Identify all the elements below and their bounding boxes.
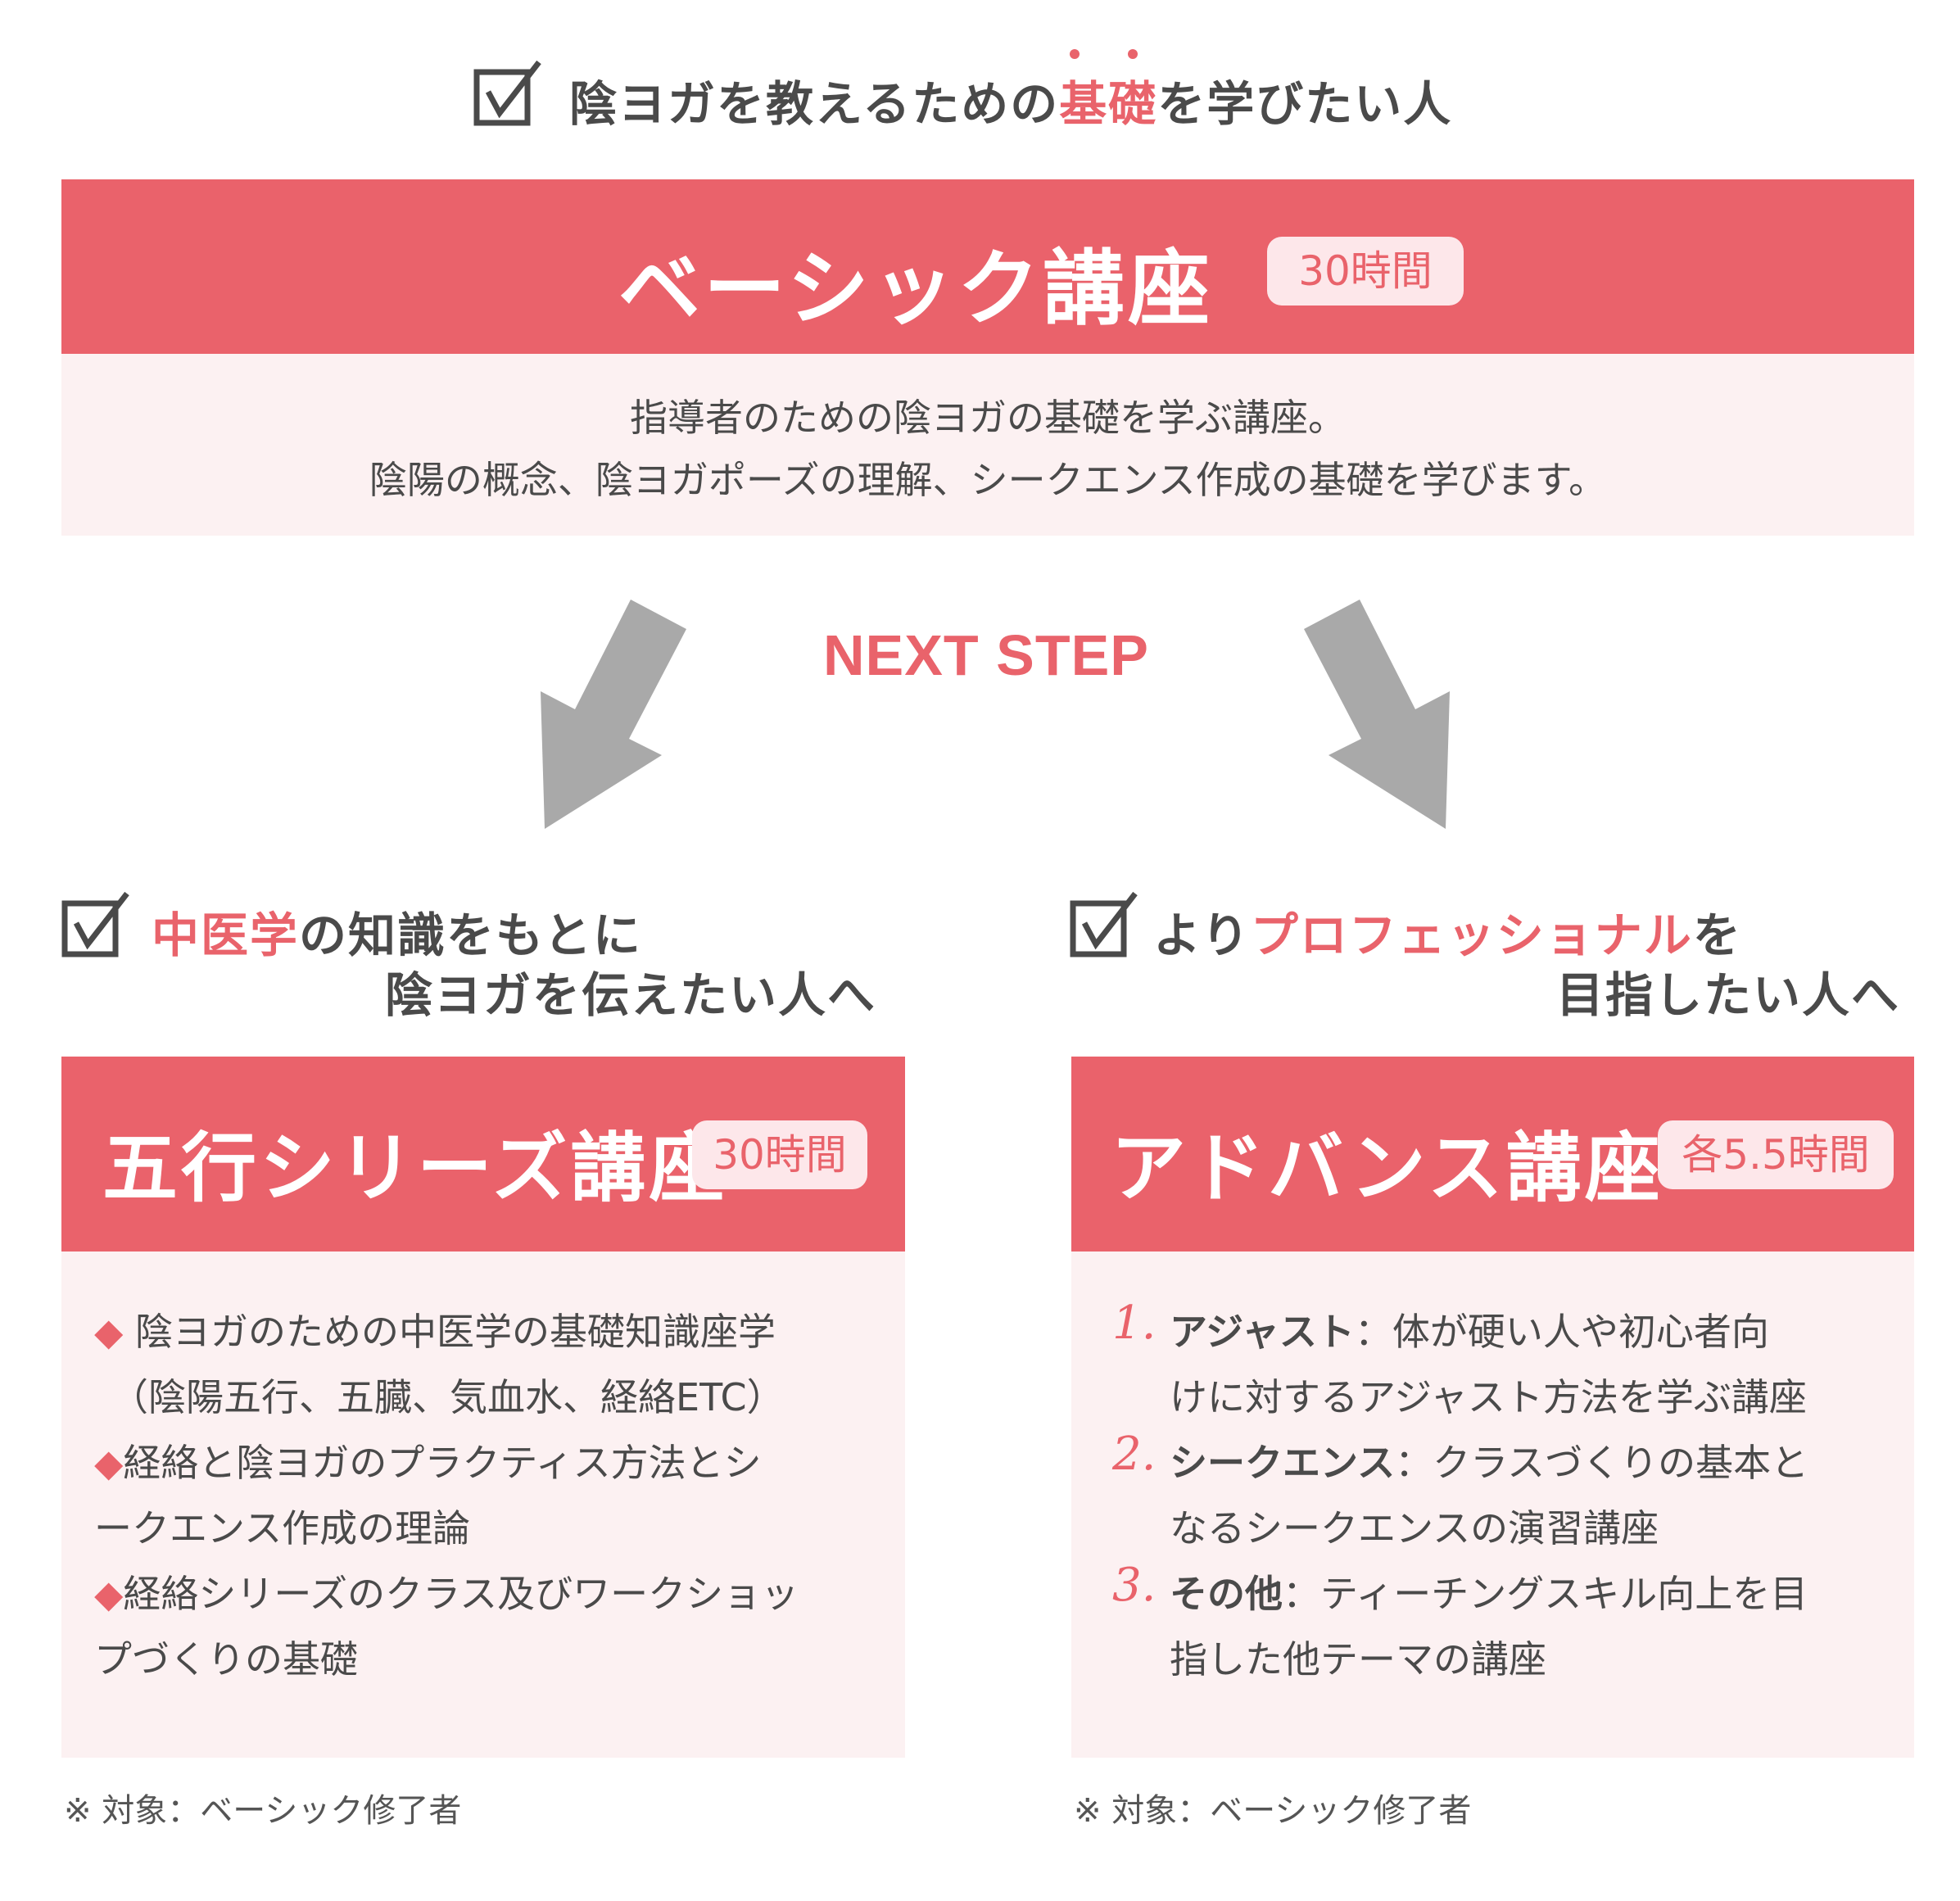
checkbox-check-icon xyxy=(473,60,541,126)
target-note: ※ 対象：ベーシック修了者 xyxy=(64,1792,462,1830)
target-note: ※ 対象：ベーシック修了者 xyxy=(1074,1792,1472,1830)
basic-course-description: 指導者のための陰ヨガの基礎を学ぶ講座。 陰陽の概念、陰ヨガポーズの理解、シークエ… xyxy=(61,354,1914,536)
list-item-continuation: 指した他テーマの講座 xyxy=(1170,1637,1546,1681)
description-line: 陰陽の概念、陰ヨガポーズの理解、シークエンス作成の基礎を学びます。 xyxy=(369,458,1607,502)
list-item-continuation: （陰陽五行、五臓、気血水、経絡ETC） xyxy=(111,1375,785,1419)
emphasis-dot xyxy=(1070,49,1080,59)
right-headline-line1: よりプロフェッショナルを xyxy=(1153,908,1742,963)
item-number: 3. xyxy=(1112,1559,1157,1612)
next-step-label: NEXT STEP xyxy=(823,623,1149,687)
list-item-continuation: なるシークエンスの演習講座 xyxy=(1170,1506,1659,1550)
list-item-continuation: プづくりの基礎 xyxy=(94,1637,358,1681)
left-headline-line2: 陰ヨガを伝えたい人へ xyxy=(385,967,877,1023)
arrow-down-right-icon xyxy=(1304,600,1450,829)
description-line: 指導者のための陰ヨガの基礎を学ぶ講座。 xyxy=(630,396,1346,440)
basic-course-header: ベーシック講座 30時間 xyxy=(61,179,1914,354)
top-headline: 陰ヨガを教えるための基礎を学びたい人 xyxy=(569,76,1453,132)
checkbox-check-icon xyxy=(61,891,129,957)
list-item: アジャスト：体が硬い人や初心者向 xyxy=(1170,1310,1769,1354)
list-item: その他：ティーチングスキル向上を目 xyxy=(1170,1572,1808,1616)
gogyo-course-content: ◆ 陰ヨガのための中医学の基礎知識座学 （陰陽五行、五臓、気血水、経絡ETC） … xyxy=(61,1251,905,1758)
advanced-course-title: アドバンス講座 xyxy=(1111,1124,1664,1212)
diamond-bullet-icon: ◆ xyxy=(94,1572,124,1616)
list-item: ◆経絡シリーズのクラス及びワークショッ xyxy=(94,1572,799,1616)
item-number: 2. xyxy=(1112,1428,1157,1481)
list-item: ◆ 陰ヨガのための中医学の基礎知識座学 xyxy=(94,1310,776,1354)
list-item-continuation: けに対するアジャスト方法を学ぶ講座 xyxy=(1170,1375,1807,1419)
list-item: シークエンス：クラスづくりの基本と xyxy=(1170,1441,1809,1485)
diamond-bullet-icon: ◆ xyxy=(94,1441,124,1485)
emphasis-dot xyxy=(1128,49,1138,59)
top-headline-highlight: 基礎 xyxy=(1059,76,1158,132)
diamond-bullet-icon: ◆ xyxy=(94,1310,124,1354)
list-item: ◆経絡と陰ヨガのプラクティス方法とシ xyxy=(94,1441,762,1485)
basic-hours-badge: 30時間 xyxy=(1267,237,1464,306)
gogyo-course-header: 五行シリーズ講座 30時間 xyxy=(61,1057,905,1251)
gogyo-course-title: 五行シリーズ講座 xyxy=(102,1124,728,1212)
advanced-course-header: アドバンス講座 各5.5時間 xyxy=(1071,1057,1914,1251)
advanced-course-content: 1. アジャスト：体が硬い人や初心者向 けに対するアジャスト方法を学ぶ講座 2.… xyxy=(1071,1251,1914,1758)
basic-course-title: ベーシック講座 xyxy=(618,240,1213,337)
left-headline-line1: 中医学の知識をもとに xyxy=(152,908,642,963)
gogyo-hours-badge: 30時間 xyxy=(692,1120,867,1189)
advanced-hours-badge: 各5.5時間 xyxy=(1658,1120,1894,1189)
item-number: 1. xyxy=(1112,1297,1157,1350)
right-headline-line2: 目指したい人へ xyxy=(1556,967,1901,1023)
arrow-down-left-icon xyxy=(541,600,686,829)
list-item-continuation: ークエンス作成の理論 xyxy=(94,1506,471,1550)
checkbox-check-icon xyxy=(1070,891,1138,957)
